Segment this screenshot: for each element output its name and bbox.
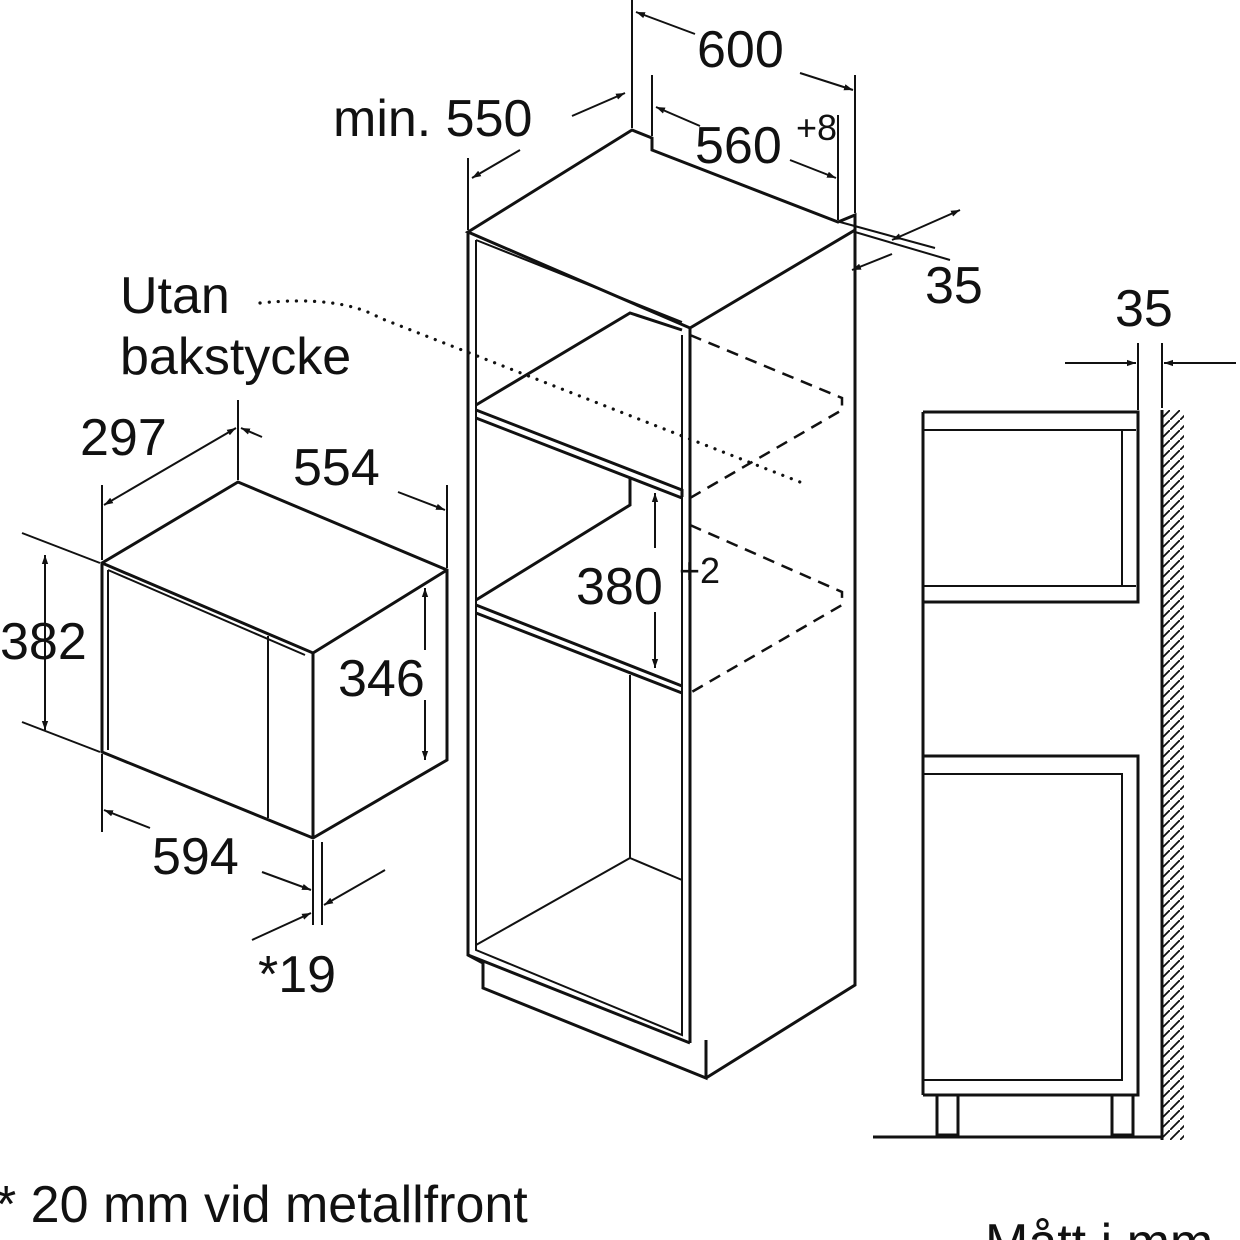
units-note: Mått i mm	[985, 1214, 1213, 1240]
label-panel-thickness: 35	[925, 257, 983, 315]
label-width-594: 594	[152, 828, 239, 886]
label-niche-width: 560	[695, 117, 782, 175]
label-niche-height-tolerance: +2	[679, 550, 720, 591]
microwave-drawing	[21, 400, 449, 941]
label-front-19: *19	[258, 946, 336, 1004]
label-height-382: 382	[0, 613, 87, 671]
side-section-view	[873, 343, 1236, 1140]
label-niche-width-tolerance: +8	[796, 107, 837, 148]
label-wall-gap: 35	[1115, 280, 1173, 338]
label-without-back-line2: bakstycke	[120, 328, 351, 386]
label-niche-height: 380	[576, 558, 663, 616]
label-width-554: 554	[293, 439, 380, 497]
footnote: * 20 mm vid metallfront	[0, 1176, 528, 1234]
label-depth-297: 297	[80, 409, 167, 467]
label-min-depth: min. 550	[333, 90, 532, 148]
label-without-back-line1: Utan	[120, 267, 230, 325]
label-height-346: 346	[338, 650, 425, 708]
cabinet-drawing	[258, 0, 961, 1081]
label-overall-width: 600	[697, 21, 784, 79]
